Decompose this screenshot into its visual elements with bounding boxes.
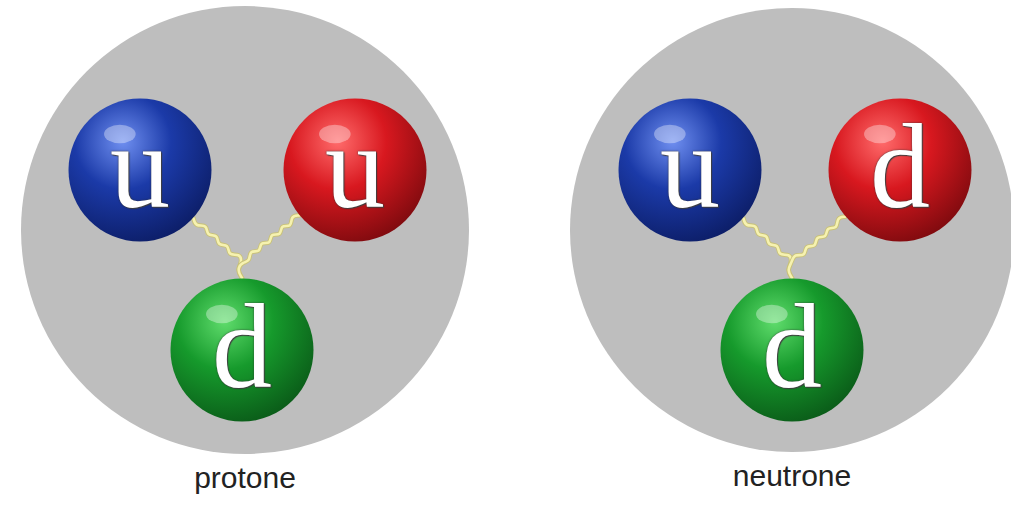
quark-fill <box>284 99 427 242</box>
quark-ball: u <box>68 98 212 242</box>
particle-name: neutrone <box>570 458 1011 494</box>
quark-fill <box>829 99 972 242</box>
hadron-sphere: neutroneudd <box>570 8 1011 452</box>
quark-ball: d <box>170 278 314 422</box>
quark-flavour: u <box>660 107 720 227</box>
quark-fill <box>619 99 762 242</box>
quark-flavour: d <box>212 287 272 407</box>
sphere-fill <box>570 8 1011 452</box>
quark-flavour: d <box>762 287 822 407</box>
quark-fill <box>171 279 314 422</box>
quark-fill <box>721 279 864 422</box>
quark-flavour: u <box>325 107 385 227</box>
particle-name: protone <box>21 460 469 496</box>
quark-ball: u <box>283 98 427 242</box>
quark-flavour: u <box>110 107 170 227</box>
quark-ball: d <box>720 278 864 422</box>
quark-ball: d <box>828 98 972 242</box>
quark-ball: u <box>618 98 762 242</box>
quark-fill <box>69 99 212 242</box>
sphere-fill <box>21 6 469 454</box>
hadron-sphere: protoneuud <box>21 6 469 454</box>
quark-flavour: d <box>870 107 930 227</box>
